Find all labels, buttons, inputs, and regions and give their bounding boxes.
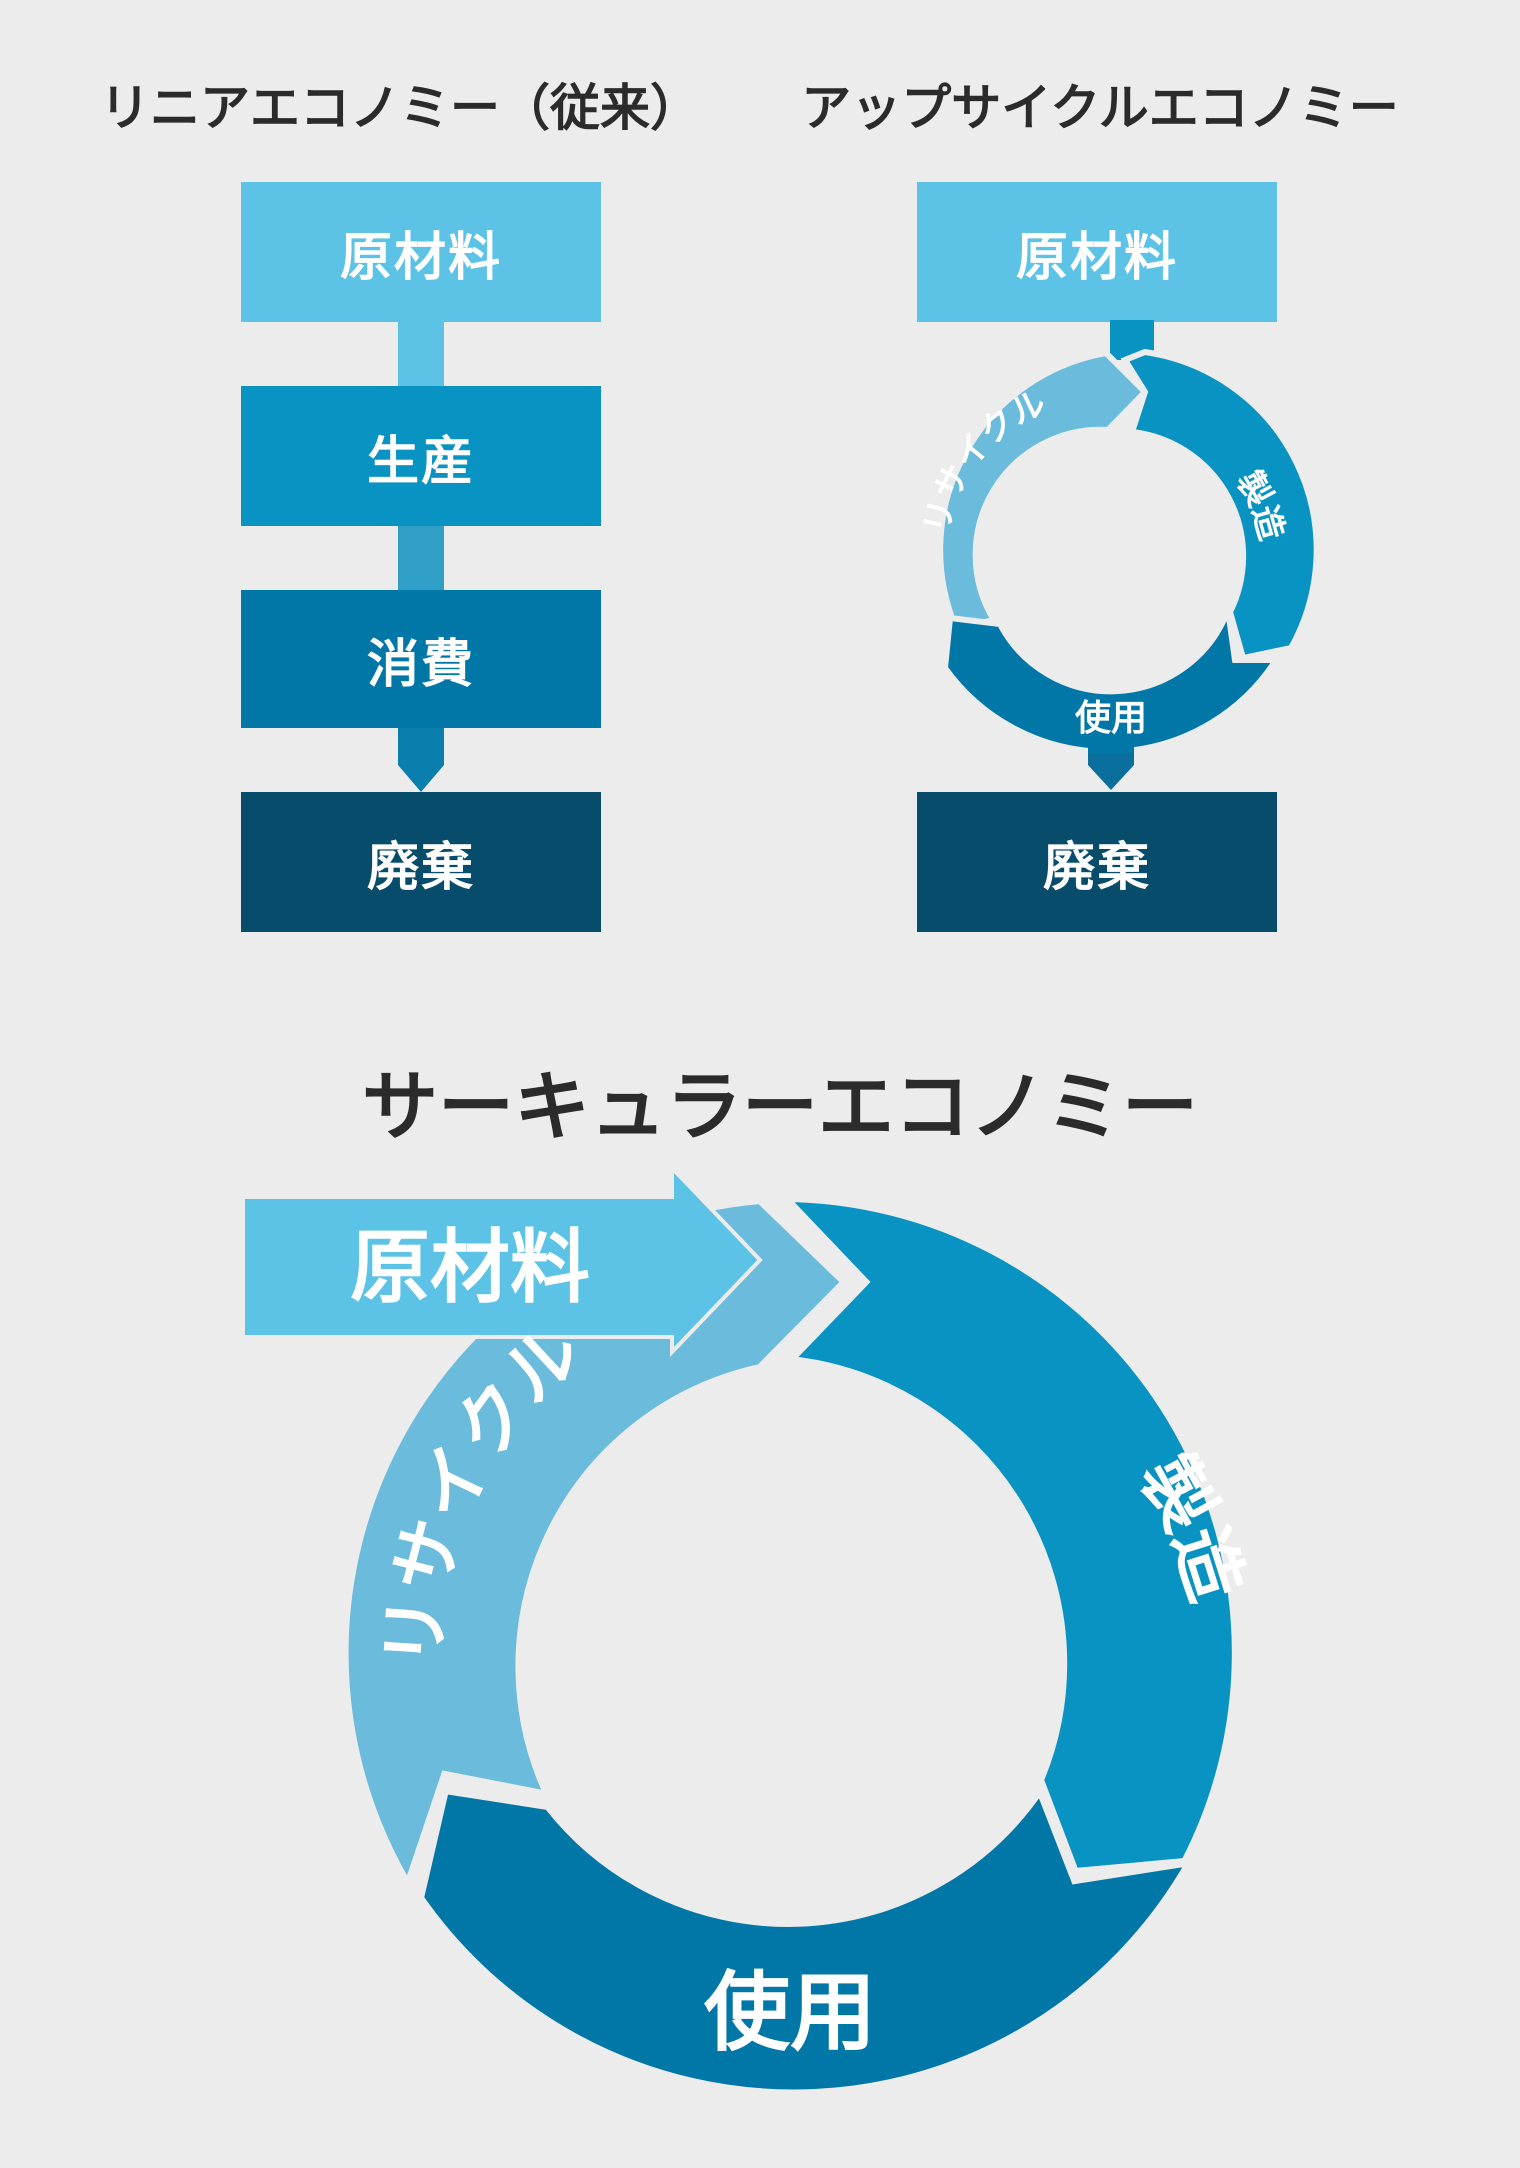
upcycle-use-segment	[941, 608, 1282, 755]
upcycle-arrow-head	[1088, 750, 1134, 790]
linear-connector-2	[398, 524, 444, 590]
upcycle-manufacture-segment	[1120, 348, 1320, 662]
circular-raw-material-label: 原材料	[350, 1221, 590, 1314]
circular-use-label: 使用	[704, 1963, 876, 2063]
linear-step-disposal: 廃棄	[241, 792, 601, 932]
linear-step-consumption: 消費	[241, 590, 601, 728]
linear-step-production: 生産	[241, 386, 601, 526]
circular-manufacture-segment	[775, 1193, 1240, 1877]
circular-raw-material-arrow	[241, 1163, 763, 1357]
circular-economy-title: サーキュラーエコノミー	[362, 1062, 1198, 1151]
linear-step-raw-material: 原材料	[241, 182, 601, 322]
circular-use-segment	[415, 1781, 1198, 2098]
upcycle-raw-material: 原材料	[917, 182, 1277, 322]
upcycle-use-label: 使用	[1075, 698, 1147, 739]
upcycle-disposal: 廃棄	[917, 792, 1277, 932]
linear-connector-1	[398, 320, 444, 386]
upcycle-economy-title: アップサイクルエコノミー	[801, 79, 1399, 137]
linear-economy-title: リニアエコノミー（従来）	[100, 79, 700, 137]
